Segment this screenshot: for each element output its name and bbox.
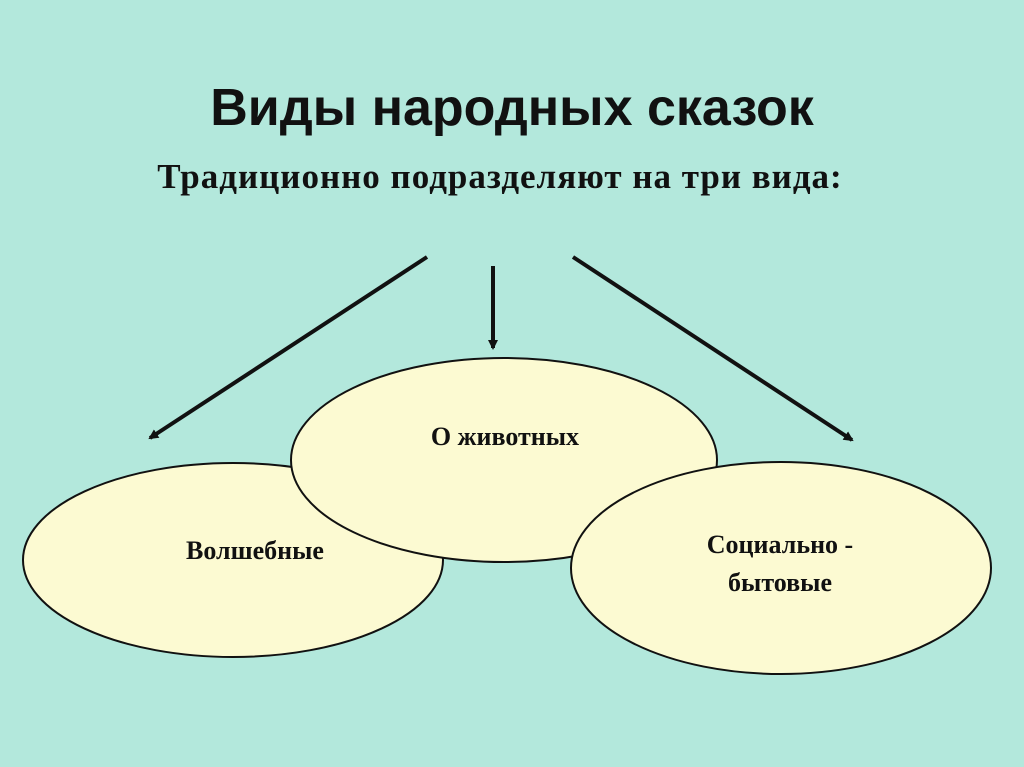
type-label-animals: О животных	[430, 422, 580, 451]
slide-title: Виды народных сказок	[210, 79, 814, 137]
arrow-left	[148, 255, 429, 440]
type-label-magic: Волшебные	[186, 536, 324, 565]
oval-social	[570, 461, 992, 675]
type-label-social: Социально - бытовые	[706, 530, 854, 597]
slide-subtitle: Традиционно подразделяют на три вида:	[157, 157, 843, 196]
arrow-right	[571, 255, 854, 442]
